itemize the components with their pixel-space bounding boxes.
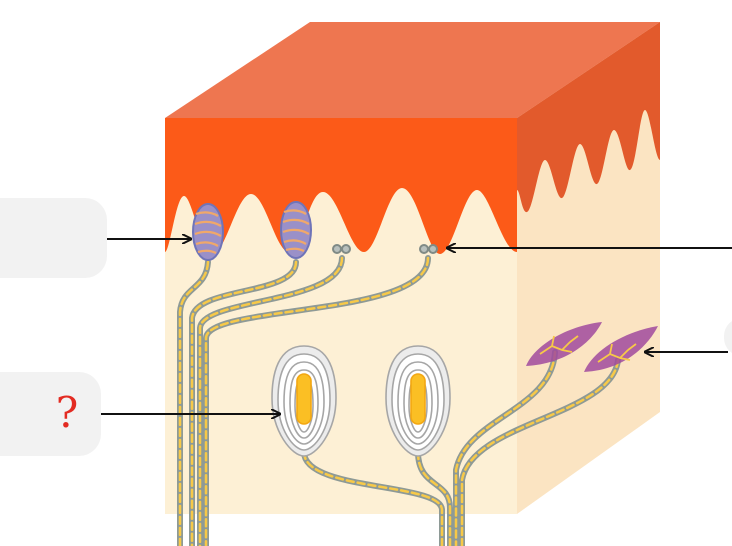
meissner-corpuscle-icon bbox=[193, 204, 223, 260]
question-mark-label: ? bbox=[47, 383, 87, 443]
meissner-corpuscle-icon bbox=[281, 202, 311, 258]
label-box-meissner bbox=[0, 198, 107, 278]
